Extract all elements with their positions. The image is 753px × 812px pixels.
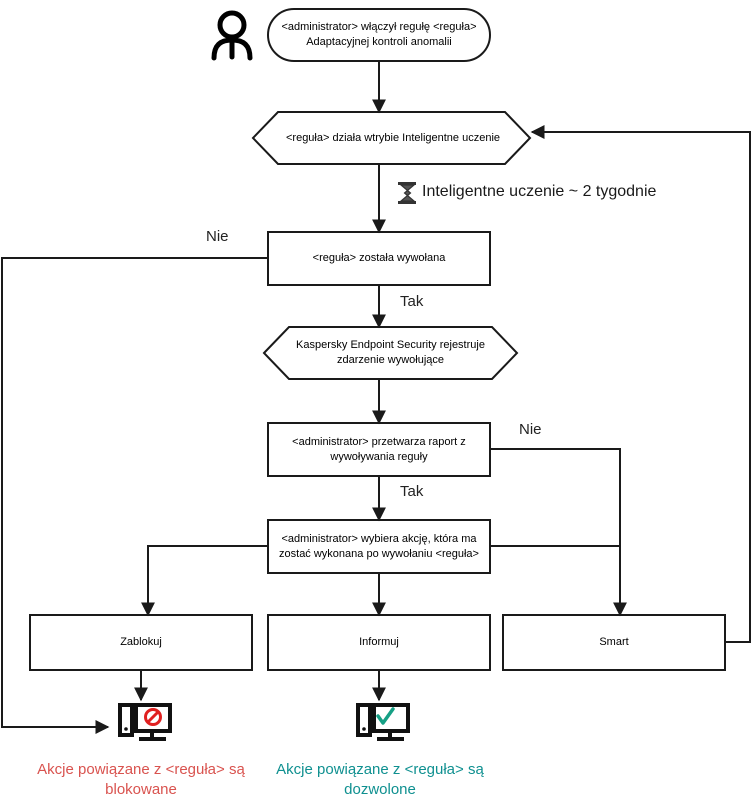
node-admin-report-shape bbox=[267, 422, 491, 477]
edge-smart-loop-back bbox=[530, 125, 751, 643]
node-kes-logs-shape bbox=[262, 326, 519, 380]
edge-label-admin-report-yes: Tak bbox=[400, 483, 424, 500]
hourglass-icon bbox=[398, 182, 416, 204]
edge-rule-triggered-no bbox=[1, 257, 268, 734]
node-smart-mode-shape bbox=[251, 111, 532, 165]
outcome-allowed-label: Akcje powiązane z <reguła> są dozwolone bbox=[276, 761, 484, 798]
computer-blocked-icon bbox=[118, 703, 172, 741]
computer-allowed-icon bbox=[356, 703, 410, 741]
edge-label-admin-report-no: Nie bbox=[519, 421, 542, 438]
edge-admin-report-no bbox=[490, 448, 627, 617]
outcome-blocked-label: Akcje powiązane z <reguła> są blokowane bbox=[37, 761, 245, 798]
node-rule-triggered-shape bbox=[267, 231, 491, 286]
node-start-shape bbox=[267, 8, 491, 62]
node-action-smart-shape bbox=[502, 614, 726, 671]
edge-label-rule-triggered-yes: Tak bbox=[400, 293, 424, 310]
person-icon bbox=[211, 10, 253, 61]
node-action-block-shape bbox=[29, 614, 253, 671]
node-action-inform-shape bbox=[267, 614, 491, 671]
edge-label-rule-triggered-no: Nie bbox=[206, 228, 229, 245]
learning-duration-note: Inteligentne uczenie ~ 2 tygodnie bbox=[422, 183, 657, 200]
node-admin-choice-shape bbox=[267, 519, 491, 574]
edge-admin-choice-to-block bbox=[141, 545, 268, 617]
